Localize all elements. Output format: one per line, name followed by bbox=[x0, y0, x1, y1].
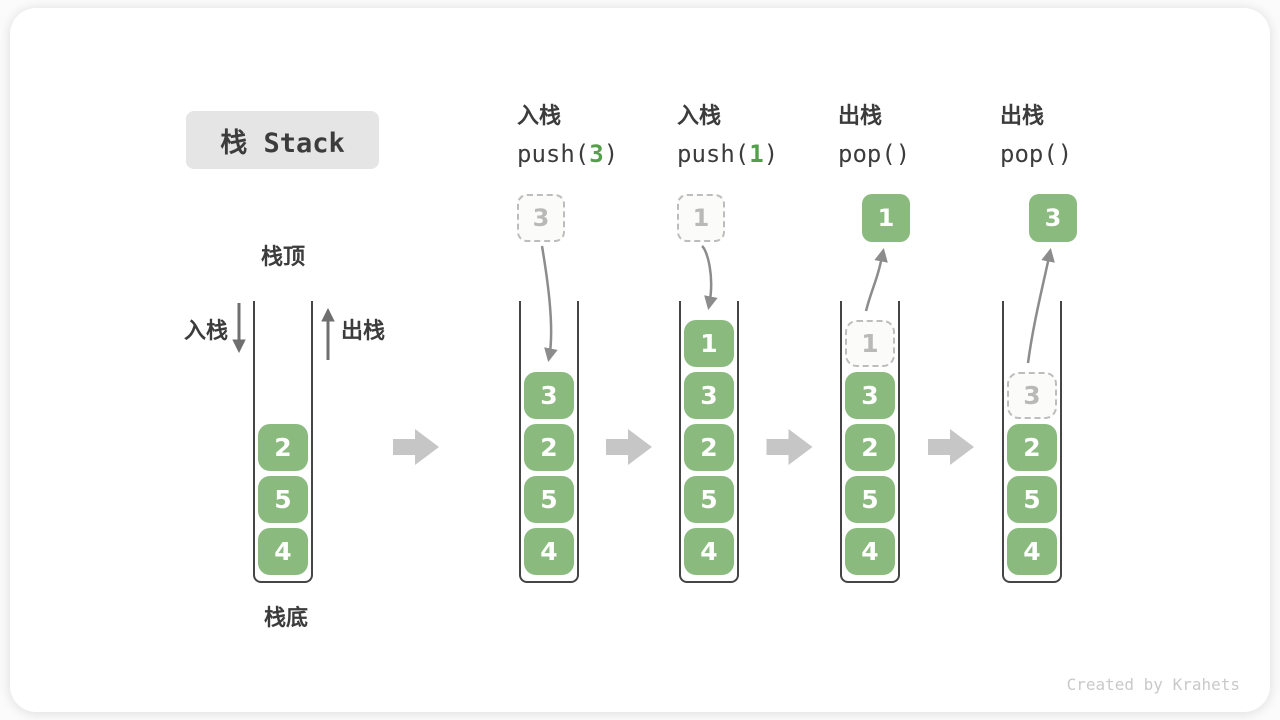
watermark: Created by Krahets bbox=[1066, 675, 1240, 694]
stack-cell-value: 3 bbox=[540, 381, 558, 410]
stack-cell: 1 bbox=[845, 320, 895, 367]
op-prefix: pop() bbox=[1000, 140, 1073, 168]
stack-cell-value: 3 bbox=[861, 381, 879, 410]
stack-cell: 3 bbox=[1007, 372, 1057, 419]
stack-cell: 4 bbox=[845, 528, 895, 575]
stack-cell: 5 bbox=[684, 476, 734, 523]
floating-element-value: 1 bbox=[877, 204, 895, 232]
stack-cell-value: 5 bbox=[274, 485, 292, 514]
next-step-block-arrow-icon bbox=[928, 429, 974, 465]
op-prefix: pop() bbox=[838, 140, 911, 168]
stack-cell-value: 4 bbox=[1023, 537, 1041, 566]
stack-container-stack-after-push-1 bbox=[679, 301, 739, 583]
stack-cell-value: 4 bbox=[274, 537, 292, 566]
floating-element-value: 1 bbox=[692, 204, 710, 232]
stack-cell-value: 1 bbox=[700, 329, 718, 358]
stack-cell: 2 bbox=[684, 424, 734, 471]
floating-element-value: 3 bbox=[1044, 204, 1062, 232]
stack-cell: 1 bbox=[684, 320, 734, 367]
floating-element-value: 3 bbox=[532, 204, 550, 232]
stack-container-stack-after-push-3 bbox=[519, 301, 579, 583]
op-argument: 1 bbox=[749, 140, 764, 168]
op-prefix: push( bbox=[677, 140, 750, 168]
stack-cell-value: 2 bbox=[1023, 433, 1041, 462]
stack-cell: 4 bbox=[258, 528, 308, 575]
stack-container-stack-initial bbox=[253, 301, 313, 583]
floating-element-box: 3 bbox=[1029, 194, 1077, 242]
stack-cell: 5 bbox=[524, 476, 574, 523]
stack-cell: 5 bbox=[845, 476, 895, 523]
floating-element-box: 1 bbox=[862, 194, 910, 242]
column-header-op-name: 入栈 bbox=[677, 104, 722, 129]
stack-cell-value: 5 bbox=[700, 485, 718, 514]
next-step-block-arrow-icon bbox=[393, 429, 439, 465]
stack-cell: 3 bbox=[524, 372, 574, 419]
stack-cell: 2 bbox=[845, 424, 895, 471]
stack-cell: 4 bbox=[524, 528, 574, 575]
op-suffix: ) bbox=[763, 140, 779, 168]
stack-cell-value: 4 bbox=[861, 537, 879, 566]
stack-cell: 5 bbox=[1007, 476, 1057, 523]
stack-cell: 3 bbox=[845, 372, 895, 419]
stack-cell: 3 bbox=[684, 372, 734, 419]
stack-cell: 4 bbox=[1007, 528, 1057, 575]
stack-cell-value: 5 bbox=[540, 485, 558, 514]
push-side-label: 入栈 bbox=[183, 319, 228, 344]
column-header-op-code: pop() bbox=[1000, 140, 1072, 168]
push-movement-arrow-icon bbox=[701, 245, 718, 311]
stack-cell-value: 3 bbox=[1023, 381, 1041, 410]
stack-cell-value: 3 bbox=[700, 381, 718, 410]
next-step-block-arrow-icon bbox=[606, 429, 652, 465]
column-header-op-name: 出栈 bbox=[838, 104, 883, 129]
floating-element-box: 3 bbox=[517, 194, 565, 242]
column-header-op-code: pop() bbox=[838, 140, 910, 168]
column-header-op-name: 入栈 bbox=[517, 104, 562, 129]
op-argument: 3 bbox=[589, 140, 604, 168]
stack-cell: 5 bbox=[258, 476, 308, 523]
stack-cell: 4 bbox=[684, 528, 734, 575]
stack-cell-value: 2 bbox=[700, 433, 718, 462]
pop-side-label: 出栈 bbox=[341, 319, 386, 344]
stack-cell-value: 2 bbox=[861, 433, 879, 462]
stack-cell-value: 2 bbox=[274, 433, 292, 462]
column-header-op-code: push(3) bbox=[517, 140, 618, 168]
next-step-block-arrow-icon bbox=[766, 429, 813, 465]
stack-cell-value: 5 bbox=[861, 485, 879, 514]
column-header-op-code: push(1) bbox=[677, 140, 778, 168]
stack-cell: 2 bbox=[258, 424, 308, 471]
stack-bottom-label: 栈底 bbox=[263, 606, 308, 631]
title-text: 栈 Stack bbox=[220, 127, 345, 159]
stack-cell-value: 4 bbox=[540, 537, 558, 566]
op-suffix: ) bbox=[603, 140, 619, 168]
stack-cell: 2 bbox=[1007, 424, 1057, 471]
stack-cell-value: 2 bbox=[540, 433, 558, 462]
floating-element-box: 1 bbox=[677, 194, 725, 242]
stack-top-label: 栈顶 bbox=[260, 245, 305, 270]
stack-cell-value: 1 bbox=[861, 329, 879, 358]
op-prefix: push( bbox=[517, 140, 590, 168]
title-box: 栈 Stack bbox=[186, 111, 379, 169]
stack-container-stack-after-pop-3 bbox=[1002, 301, 1062, 583]
stack-cell-value: 4 bbox=[700, 537, 718, 566]
stack-cell: 2 bbox=[524, 424, 574, 471]
column-header-op-name: 出栈 bbox=[1000, 104, 1045, 129]
stack-cell-value: 5 bbox=[1023, 485, 1041, 514]
stack-container-stack-after-pop-1 bbox=[840, 301, 900, 583]
